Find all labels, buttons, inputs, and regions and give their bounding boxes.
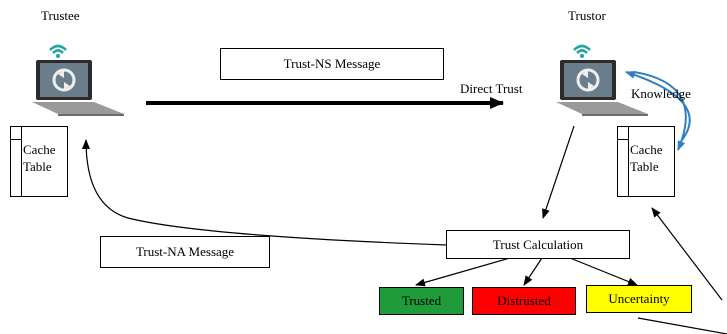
calc-to-uncertainty-arrow	[569, 257, 638, 286]
trustor-laptop-icon	[556, 44, 648, 116]
trustor-label: Trustor	[568, 8, 606, 23]
cache-label-line2: Table	[630, 159, 659, 174]
trustee-laptop-icon	[32, 44, 124, 116]
trustee-cache-table: Cache Table	[10, 126, 68, 197]
trust-na-arrow	[82, 139, 447, 246]
cache-table-label: Cache Table	[630, 141, 662, 175]
knowledge-label: Knowledge	[631, 86, 691, 101]
outcome-uncertainty: Uncertainty	[586, 285, 692, 313]
cache-table-label: Cache Table	[23, 141, 55, 175]
knowledge-arrow-down	[633, 71, 687, 151]
outcome-distrusted-label: Distrusted	[497, 293, 551, 308]
trustor-cache-table: Cache Table	[617, 126, 675, 197]
cache-label-line1: Cache	[23, 142, 56, 157]
outcome-trusted: Trusted	[379, 287, 464, 315]
trust-calculation-box: Trust Calculation	[446, 230, 630, 259]
cache-label-line2: Table	[23, 159, 52, 174]
feedback-arrow	[637, 317, 727, 334]
outcome-trusted-label: Trusted	[401, 293, 442, 308]
trust-ns-message-label: Trust-NS Message	[283, 56, 381, 71]
cache-table-top-rule	[618, 139, 628, 140]
outcome-distrusted: Distrusted	[472, 287, 576, 315]
trustor-to-calc-arrow	[542, 125, 575, 219]
cache-table-top-rule	[11, 139, 21, 140]
trust-calculation-label: Trust Calculation	[492, 236, 584, 252]
calc-to-distrusted-arrow	[523, 257, 543, 286]
trust-ns-message-box: Trust-NS Message	[220, 48, 444, 80]
calc-to-trusted-arrow	[415, 257, 511, 287]
feedback-to-cache-arrow	[651, 207, 723, 301]
trust-na-message-box: Trust-NA Message	[100, 236, 270, 268]
cache-label-line1: Cache	[630, 142, 663, 157]
direct-trust-label: Direct Trust	[460, 81, 523, 96]
trust-na-message-label: Trust-NA Message	[135, 244, 235, 259]
outcome-uncertainty-label: Uncertainty	[608, 291, 670, 306]
cache-table-side-rule	[11, 127, 22, 196]
trustee-label: Trustee	[41, 8, 80, 23]
cache-table-side-rule	[618, 127, 629, 196]
